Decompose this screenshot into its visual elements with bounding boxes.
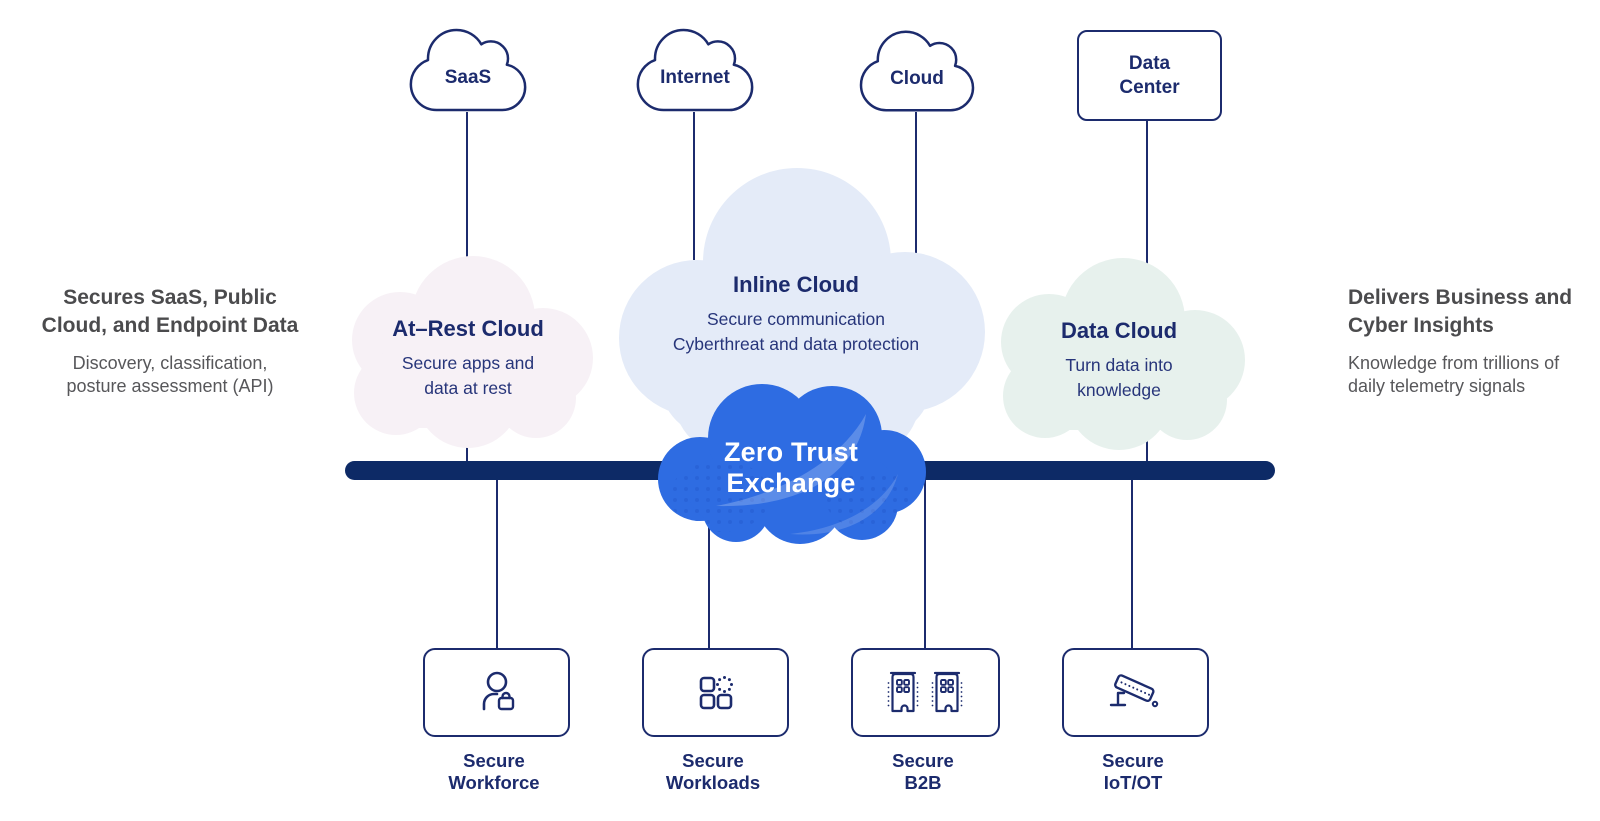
right-annotation-body: Knowledge from trillions of daily teleme… — [1348, 352, 1560, 397]
node-cloud: Cloud — [850, 22, 984, 120]
at-rest-cloud: At–Rest Cloud Secure apps and data at re… — [338, 248, 598, 453]
node-secure-workloads — [642, 648, 789, 737]
node-internet: Internet — [627, 20, 763, 120]
connector-internet-to-inline — [693, 112, 695, 260]
left-annotation-body: Discovery, classification, posture asses… — [66, 352, 274, 397]
connector-cloud-to-inline — [915, 112, 917, 260]
security-camera-icon — [1109, 673, 1158, 707]
connector-bus-to-b2b — [924, 478, 926, 648]
soft-cloud-shape — [1001, 258, 1245, 450]
node-data-center: Data Center — [1077, 30, 1222, 121]
inline-cloud-title: Inline Cloud — [733, 272, 859, 297]
cloud-outline-icon — [627, 20, 763, 120]
node-data-center-label: Data Center — [1119, 52, 1180, 98]
node-secure-b2b — [851, 648, 1000, 737]
secure-iot-label: Secure IoT/OT — [1102, 750, 1164, 793]
node-cloud-label: Cloud — [890, 68, 944, 89]
zero-trust-exchange-cloud: Zero Trust Exchange — [650, 376, 932, 546]
app-grid-icon — [699, 675, 733, 709]
person-badge-icon — [482, 671, 514, 710]
data-cloud: Data Cloud Turn data into knowledge — [985, 248, 1253, 456]
zero-trust-exchange-label: Zero Trust Exchange — [723, 436, 859, 498]
connector-bus-to-workforce — [496, 478, 498, 648]
soft-cloud-shape — [352, 256, 593, 448]
cloud-outline-icon — [402, 20, 534, 120]
right-annotation: Delivers Business and Cyber Insights Kno… — [1348, 284, 1598, 399]
inline-cloud-body: Secure communication Cyberthreat and dat… — [672, 309, 920, 354]
node-internet-label: Internet — [660, 67, 730, 88]
node-saas-label: SaaS — [444, 67, 492, 88]
buildings-icon — [887, 671, 962, 712]
left-annotation: Secures SaaS, Public Cloud, and Endpoint… — [0, 284, 340, 399]
node-secure-workforce — [423, 648, 570, 737]
at-rest-cloud-title: At–Rest Cloud — [392, 316, 544, 341]
connector-bus-to-iot — [1131, 478, 1133, 648]
right-annotation-title: Delivers Business and Cyber Insights — [1348, 286, 1573, 338]
data-cloud-title: Data Cloud — [1060, 318, 1178, 343]
at-rest-cloud-body: Secure apps and data at rest — [401, 353, 535, 398]
cloud-outline-icon — [850, 22, 984, 120]
exchange-cloud-shape — [658, 384, 926, 544]
connector-bus-to-workloads — [708, 478, 710, 648]
secure-workforce-label: Secure Workforce — [448, 750, 540, 793]
data-cloud-body: Turn data into knowledge — [1065, 355, 1173, 400]
secure-b2b-label: Secure B2B — [892, 750, 954, 793]
secure-workloads-label: Secure Workloads — [665, 750, 761, 793]
left-annotation-title: Secures SaaS, Public Cloud, and Endpoint… — [41, 286, 299, 338]
node-saas: SaaS — [402, 20, 534, 120]
zscaler-swoosh — [716, 414, 866, 507]
node-secure-iot — [1062, 648, 1209, 737]
